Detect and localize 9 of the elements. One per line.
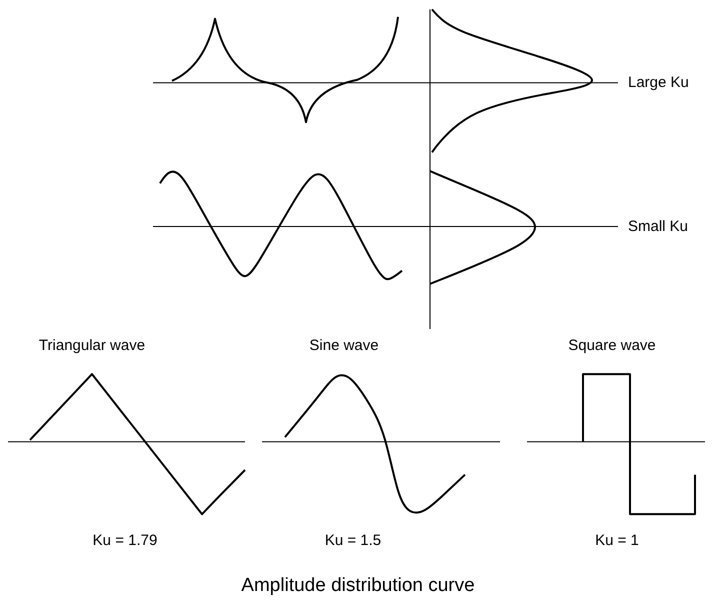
caption: Amplitude distribution curve <box>241 575 475 598</box>
axis-label: Small Ku <box>628 218 688 236</box>
waveform-label: Triangular wave <box>38 336 146 355</box>
waveform-label: Sine wave <box>309 336 379 355</box>
kurtosis-value: Ku = 1.79 <box>92 532 158 550</box>
kurtosis-value: Ku = 1.5 <box>324 532 382 550</box>
waveform-label: Square wave <box>568 336 656 355</box>
kurtosis-value: Ku = 1 <box>595 532 639 550</box>
axis-label: Large Ku <box>628 74 689 92</box>
